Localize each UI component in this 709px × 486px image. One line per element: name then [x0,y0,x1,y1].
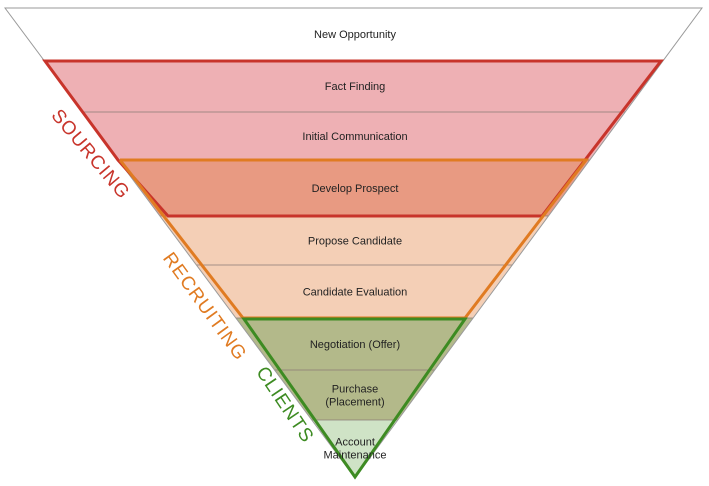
stage-label: Negotiation (Offer) [310,339,400,351]
funnel-band [311,420,398,478]
sourcing-bracket [42,59,665,218]
stage-label: Develop Prospect [312,183,399,195]
outer-outline [4,7,703,479]
funnel-band [82,112,626,160]
funnel-band [43,60,664,112]
group-brackets [42,59,665,480]
funnel-band [118,160,590,216]
stage-label: Propose Candidate [308,236,402,248]
stage-label: Fact Finding [325,81,386,93]
funnel-band [5,8,702,60]
clients-bracket [241,317,468,480]
funnel-band [196,265,513,318]
stage-label: Initial Communication [302,131,407,143]
stage-label: Account [335,437,375,449]
funnel-outline [4,7,703,479]
funnel-band [274,370,435,420]
funnel-band [159,216,549,265]
stage-label: Purchase [332,384,378,396]
funnel-bands [5,8,702,478]
stage-label: New Opportunity [314,29,396,41]
stage-label: Candidate Evaluation [303,287,408,299]
funnel-band [235,318,474,370]
stage-label: (Placement) [325,397,384,409]
stage-label: Maintenance [324,450,387,462]
recruiting-bracket-side [118,159,245,319]
